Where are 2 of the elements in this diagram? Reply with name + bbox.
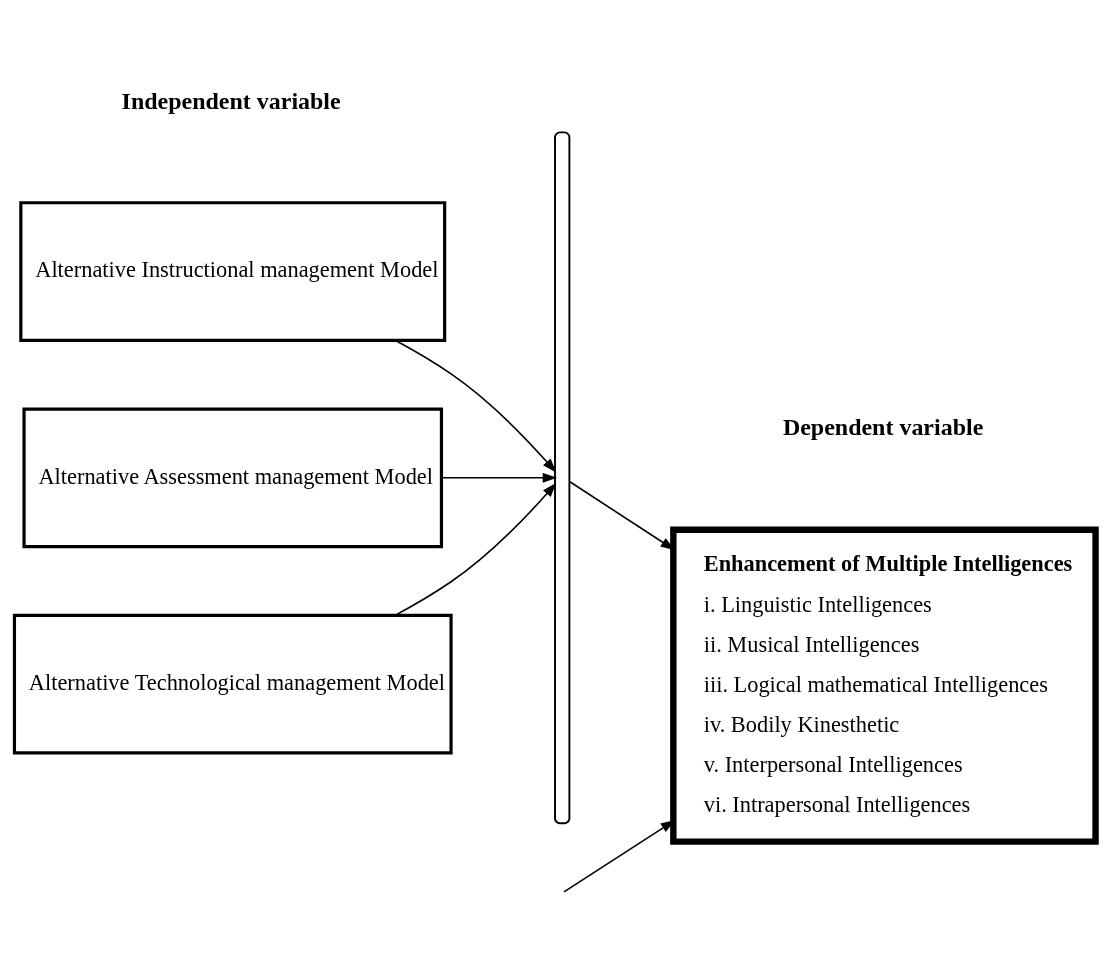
label: Dependent variable <box>782 413 984 440</box>
label: Independent variable <box>121 87 341 114</box>
